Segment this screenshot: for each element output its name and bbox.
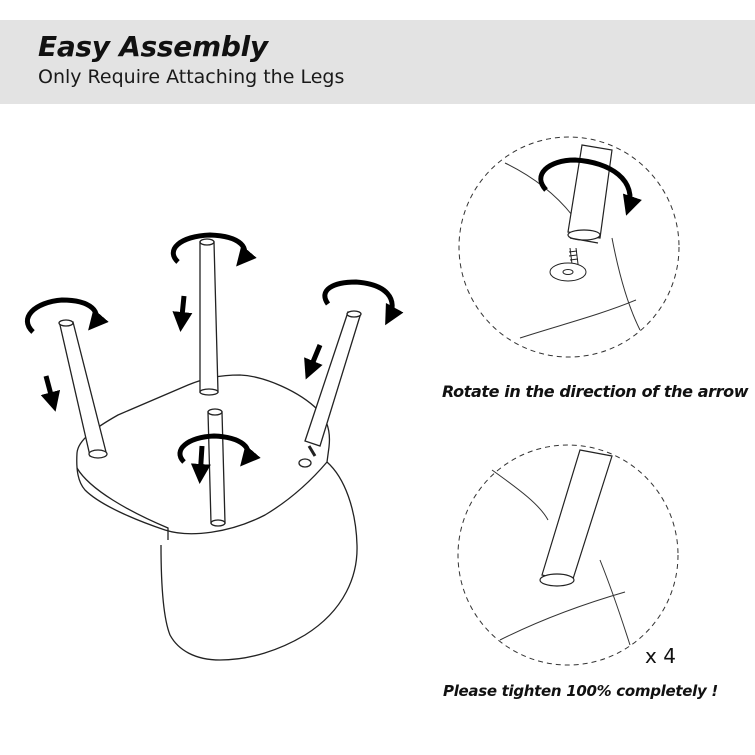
rotation-arrow-icon xyxy=(538,157,642,216)
detail-circle-rotate xyxy=(458,136,680,358)
quantity-label: x 4 xyxy=(645,644,676,668)
header-band xyxy=(0,20,755,104)
rotation-arrow-icon xyxy=(177,433,261,467)
downward-arrow-icon xyxy=(172,295,193,332)
downward-arrow-icon xyxy=(304,344,323,380)
rotation-arrow-icon xyxy=(322,279,404,326)
stool-leg xyxy=(58,319,108,459)
tighten-caption: Please tighten 100% completely ! xyxy=(443,682,718,700)
stool-leg xyxy=(298,310,362,468)
detail-circle-tightened xyxy=(457,444,679,666)
stool-leg xyxy=(199,238,219,396)
downward-arrow-icon xyxy=(190,445,211,484)
rotate-caption: Rotate in the direction of the arrow xyxy=(442,382,749,401)
page-title: Easy Assembly xyxy=(38,30,268,63)
rotation-arrow-icon xyxy=(25,297,109,334)
stool-leg xyxy=(207,408,226,527)
rotation-arrow-icon xyxy=(170,232,257,267)
page-subtitle: Only Require Attaching the Legs xyxy=(38,66,345,88)
downward-arrow-icon xyxy=(40,375,61,412)
